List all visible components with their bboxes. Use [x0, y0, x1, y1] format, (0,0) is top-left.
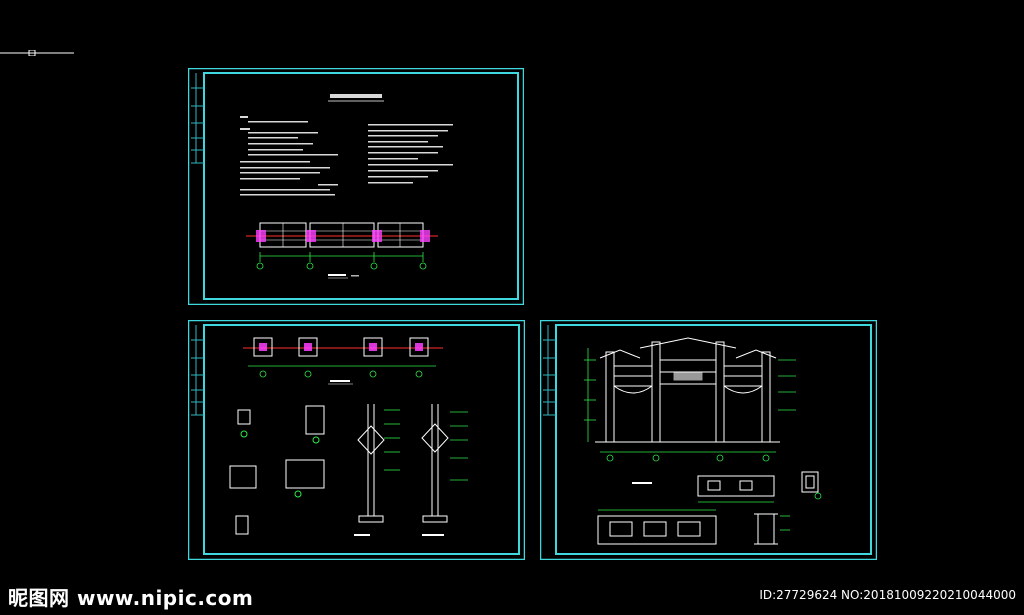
- gateway-plan-drawing: [246, 222, 438, 279]
- title-strip: [191, 73, 204, 164]
- beam-section-details: [597, 471, 819, 545]
- watermark-site-text: 昵图网 www.nipic.com: [8, 586, 254, 610]
- notes-left-column: [240, 116, 338, 196]
- crosshair-cursor-icon: [0, 50, 74, 56]
- column-elevation-1: [354, 404, 400, 536]
- title-strip: [543, 325, 556, 416]
- sheet-title: [328, 94, 384, 102]
- gateway-elevation-drawing: [595, 337, 780, 443]
- column-elevation-2: [421, 404, 468, 536]
- elevation-caption: [632, 482, 652, 484]
- detail-dimensions: [598, 492, 822, 531]
- title-strip: [191, 325, 204, 416]
- drawing-sheet-1[interactable]: [188, 68, 524, 305]
- drawing-sheet-2[interactable]: [188, 320, 525, 560]
- watermark-id-text: ID:27729624 NO:20181009220210044000: [759, 588, 1016, 602]
- elevation-dimensions: [584, 348, 796, 462]
- notes-right-column: [368, 124, 453, 184]
- small-section-details: [229, 405, 325, 535]
- foundation-plan-drawing: [243, 337, 443, 385]
- drawing-sheet-3[interactable]: [540, 320, 877, 560]
